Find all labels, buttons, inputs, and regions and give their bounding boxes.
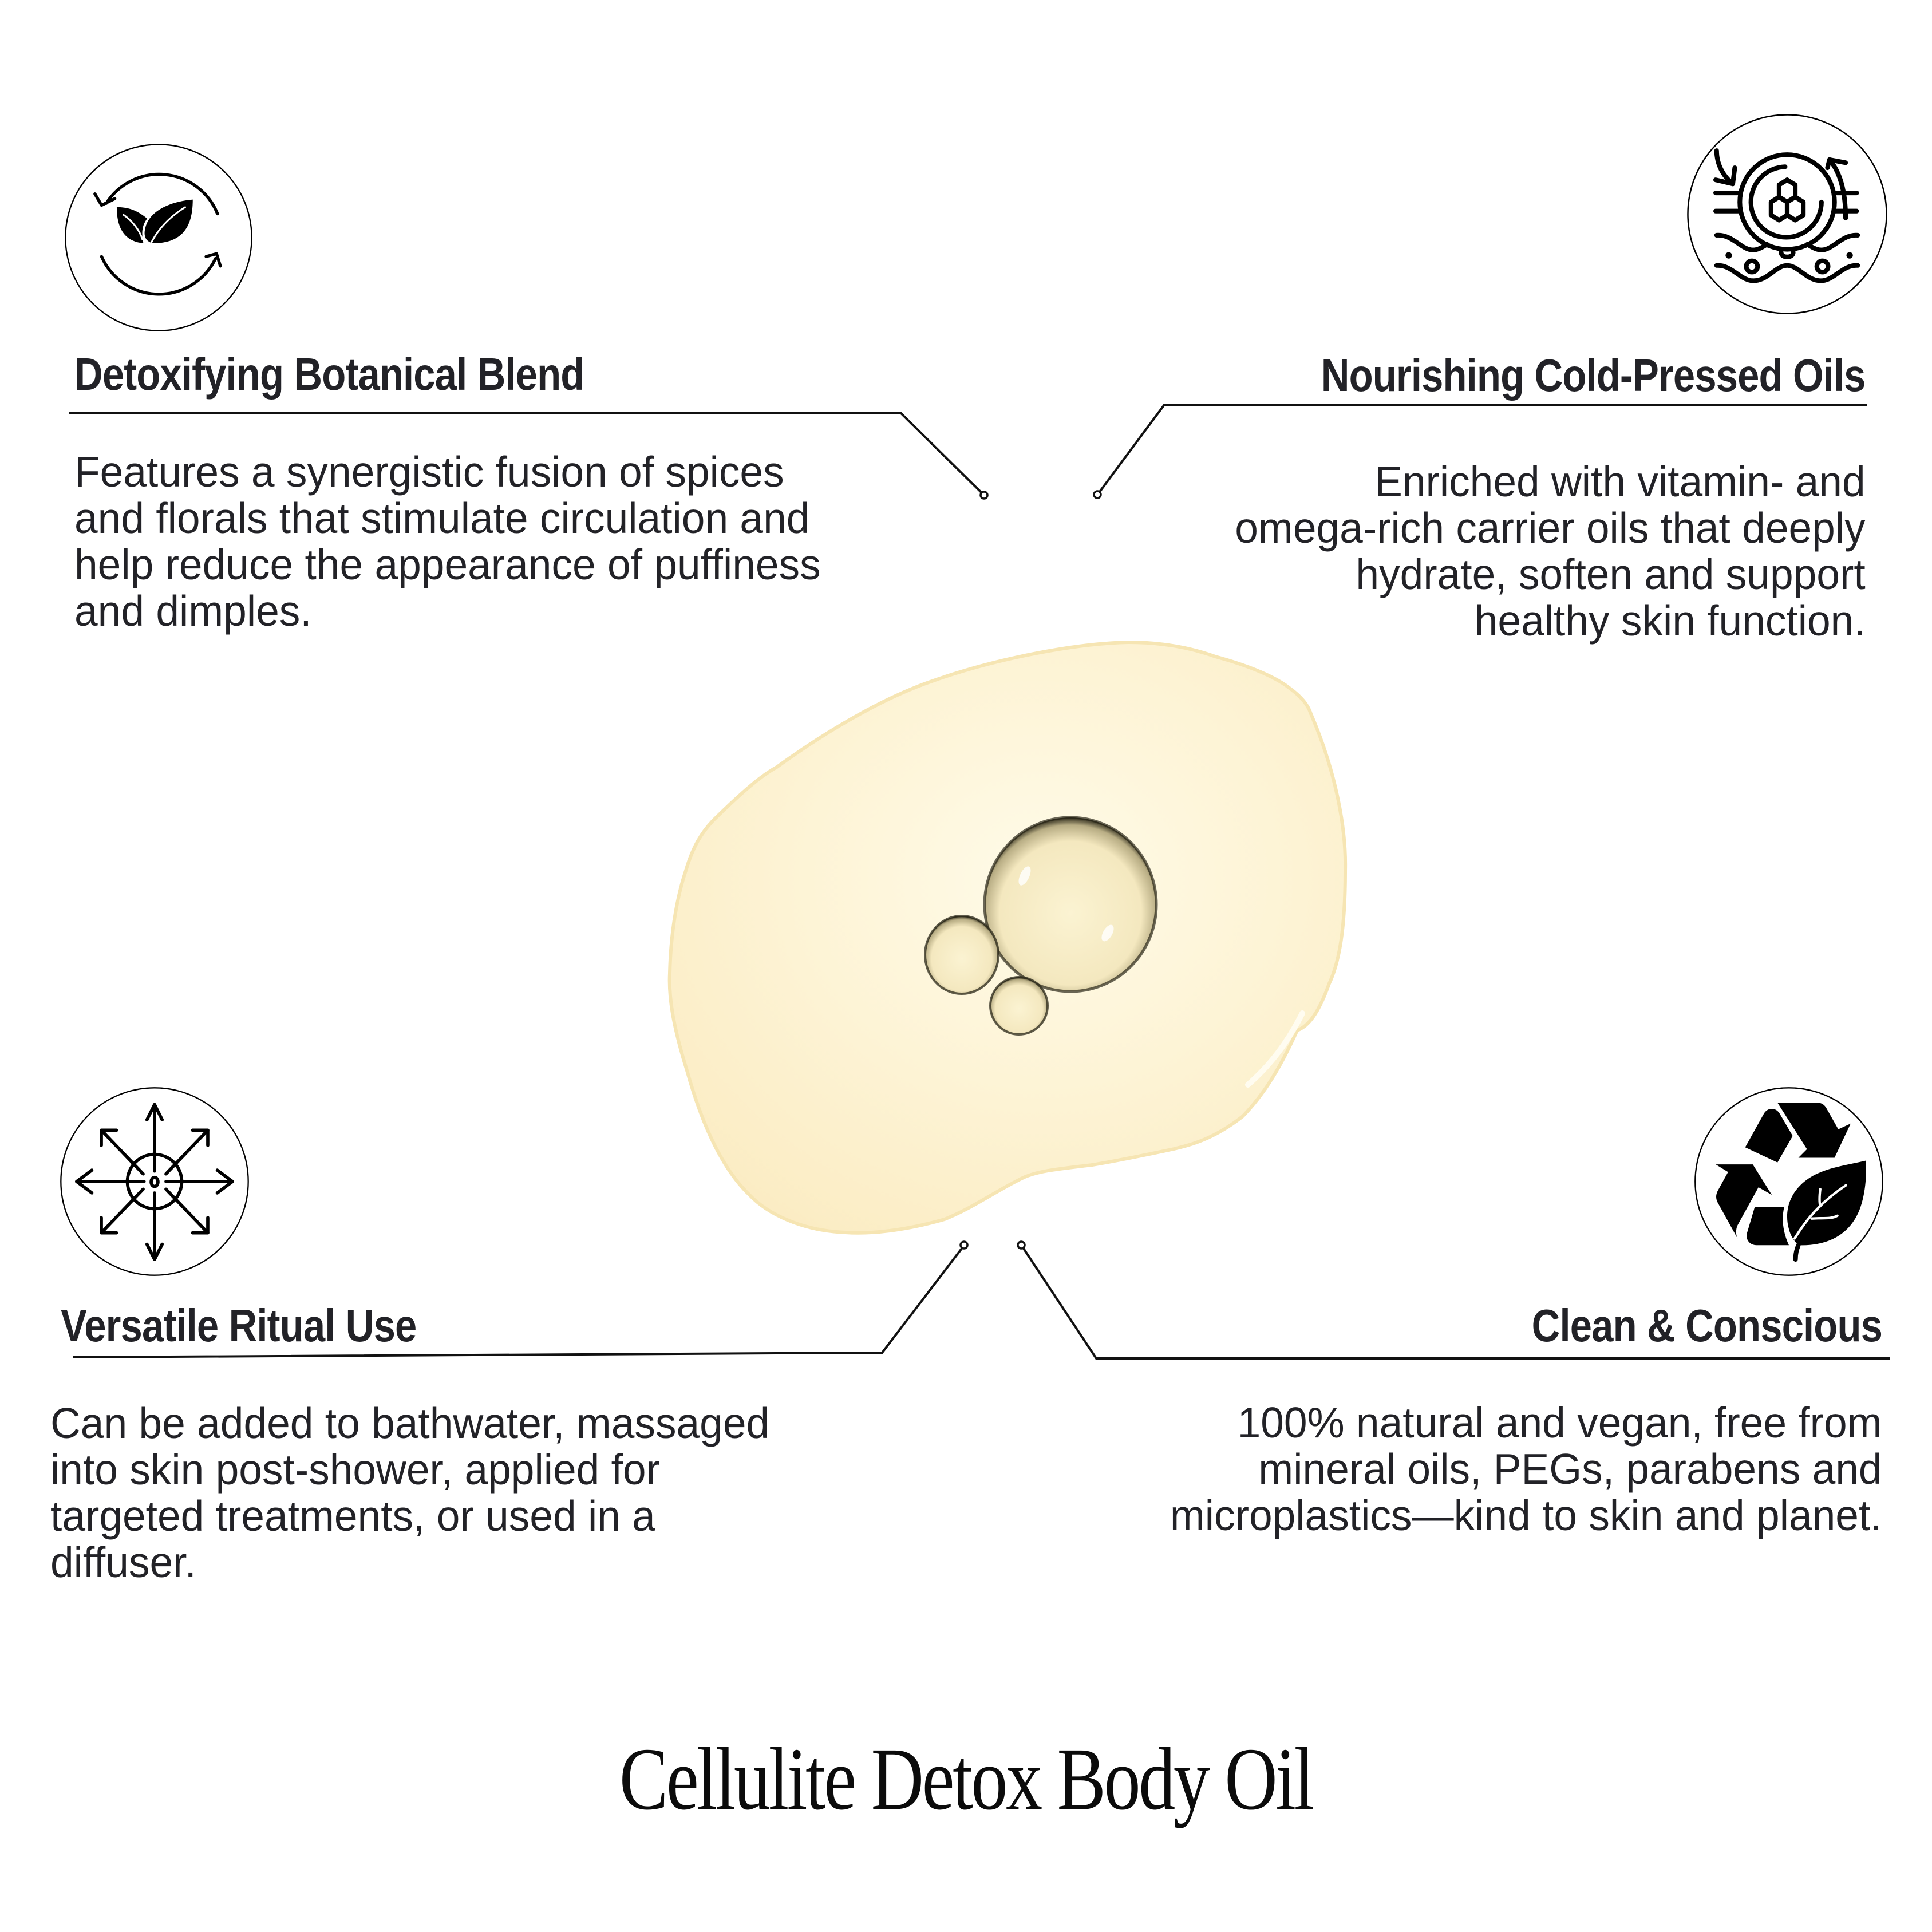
body-line: diffuser. bbox=[50, 1538, 196, 1586]
body-line: mineral oils, PEGs, parabens and bbox=[1258, 1445, 1882, 1493]
recycle-leaf-icon bbox=[1694, 1086, 1884, 1277]
feature-heading-detoxifying: Detoxifying Botanical Blend bbox=[74, 349, 584, 400]
arrows-expand-icon bbox=[60, 1086, 250, 1277]
body-line: into skin post-shower, applied for bbox=[50, 1445, 660, 1494]
body-line: omega-rich carrier oils that deeply bbox=[1235, 504, 1866, 552]
body-line: targeted treatments, or used in a bbox=[50, 1492, 655, 1540]
body-line: microplastics—kind to skin and planet. bbox=[1170, 1491, 1882, 1539]
body-line: 100% natural and vegan, free from bbox=[1237, 1398, 1882, 1447]
feature-body-versatile: Can be added to bathwater, massaged into… bbox=[50, 1400, 769, 1586]
body-line: Can be added to bathwater, massaged bbox=[50, 1399, 770, 1447]
body-line: and florals that stimulate circulation a… bbox=[74, 494, 810, 542]
body-line: healthy skin function. bbox=[1475, 596, 1866, 645]
body-line: help reduce the appearance of puffiness bbox=[74, 540, 821, 588]
body-line: and dimples. bbox=[74, 587, 312, 635]
body-line: hydrate, soften and support bbox=[1356, 550, 1866, 598]
feature-heading-versatile: Versatile Ritual Use bbox=[61, 1300, 417, 1351]
body-line: Features a synergistic fusion of spices bbox=[74, 448, 784, 496]
body-line: Enriched with vitamin- and bbox=[1374, 457, 1866, 505]
product-title: Cellulite Detox Body Oil bbox=[0, 1730, 1932, 1828]
feature-heading-clean: Clean & Conscious bbox=[1531, 1300, 1883, 1351]
feature-heading-nourishing: Nourishing Cold-Pressed Oils bbox=[1321, 350, 1866, 401]
feature-body-clean: 100% natural and vegan, free from minera… bbox=[1170, 1400, 1882, 1539]
leaf-cycle-icon bbox=[64, 143, 254, 333]
molecule-absorption-icon bbox=[1686, 113, 1888, 315]
product-title-text: Cellulite Detox Body Oil bbox=[619, 1729, 1314, 1828]
feature-body-detoxifying: Features a synergistic fusion of spices … bbox=[74, 449, 821, 634]
feature-body-nourishing: Enriched with vitamin- and omega-rich ca… bbox=[1235, 459, 1866, 644]
oil-bubbles bbox=[924, 816, 1158, 1036]
